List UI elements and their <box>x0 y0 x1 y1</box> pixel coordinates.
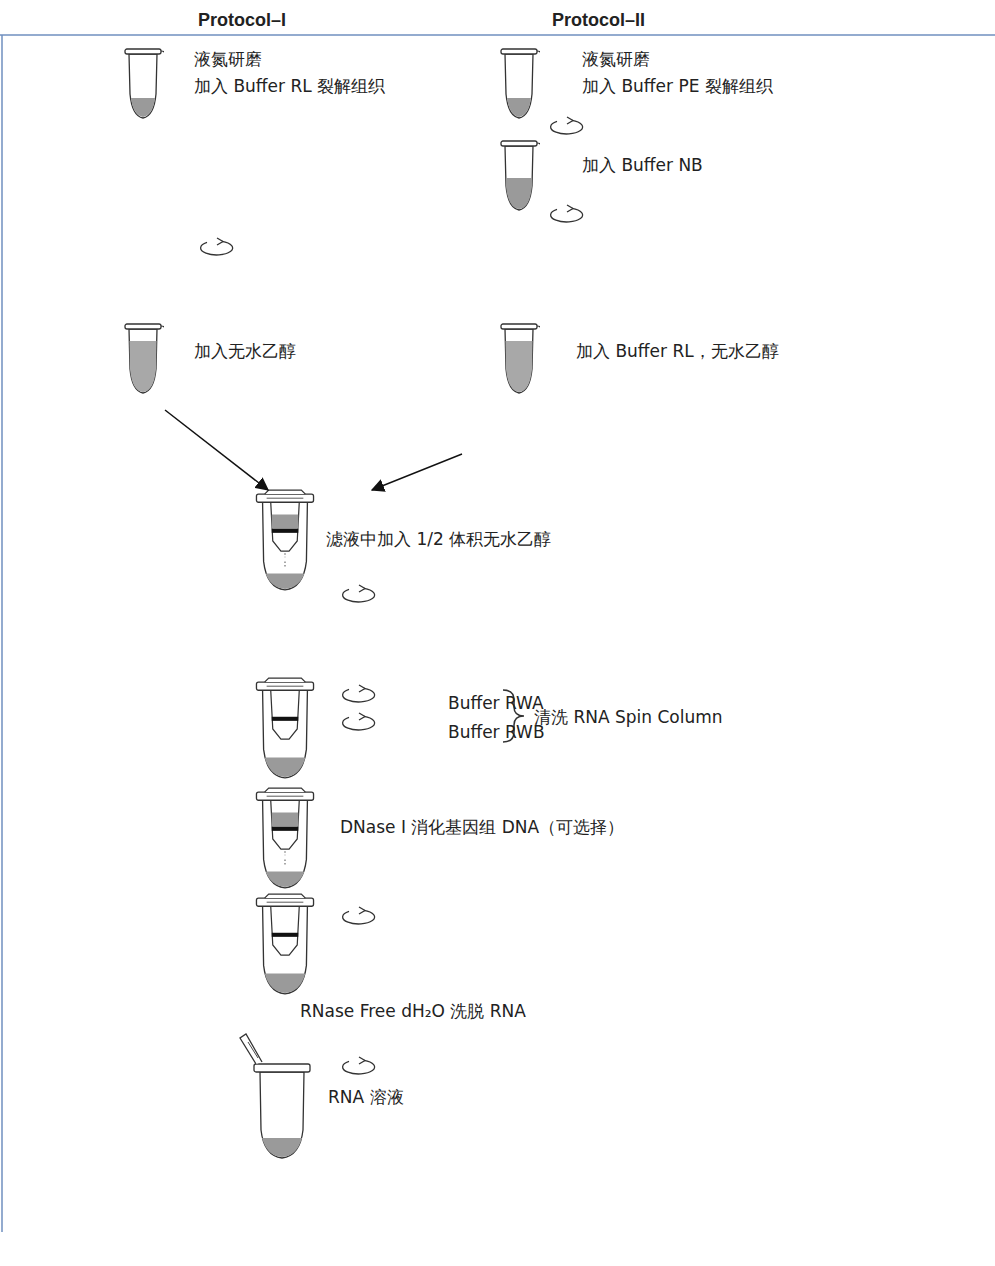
step-text: 加入 Buffer RL，无水乙醇 <box>576 338 818 365</box>
step-text: 加入 Buffer PE 裂解组织 <box>582 73 773 100</box>
step-text: 加入 Buffer NB <box>582 152 703 179</box>
buffer-label: Buffer RWB <box>448 721 545 743</box>
buffer-label: Buffer RWA <box>448 692 544 714</box>
ethanol-step: 加入无水乙醇 <box>118 312 318 408</box>
protocol-heading: Protocol–I <box>198 9 286 31</box>
step-text: 液氮研磨 <box>582 46 773 73</box>
step-text: 加入 Buffer RL 裂解组织 <box>194 73 385 100</box>
flow-arrow <box>372 454 462 490</box>
protocol-heading: Protocol–II <box>552 9 645 31</box>
lysis-step: 液氮研磨加入 Buffer PE 裂解组织 <box>576 46 779 104</box>
step-note: RNA 溶液 <box>328 1086 404 1108</box>
step-note: 清洗 RNA Spin Column <box>534 706 723 728</box>
step-text: 滤液中加入 1/2 体积无水乙醇 <box>326 526 574 553</box>
flow-arrow <box>165 410 268 490</box>
lysis-step: 液氮研磨加入 Buffer RL 裂解组织 <box>188 46 391 104</box>
step-text: 加入无水乙醇 <box>194 338 312 365</box>
dnase-step: DNase I 消化基因组 DNA（可选择） <box>334 814 630 845</box>
step-note: RNase Free dH₂O 洗脱 RNA <box>300 1000 526 1022</box>
step-text: 液氮研磨 <box>194 46 385 73</box>
column-step: 滤液中加入 1/2 体积无水乙醇 <box>250 490 580 590</box>
step-text: DNase I 消化基因组 DNA（可选择） <box>340 814 624 841</box>
ethanol-step: 加入 Buffer RL，无水乙醇 <box>494 312 824 452</box>
buffer-step: 加入 Buffer NB <box>576 152 709 183</box>
